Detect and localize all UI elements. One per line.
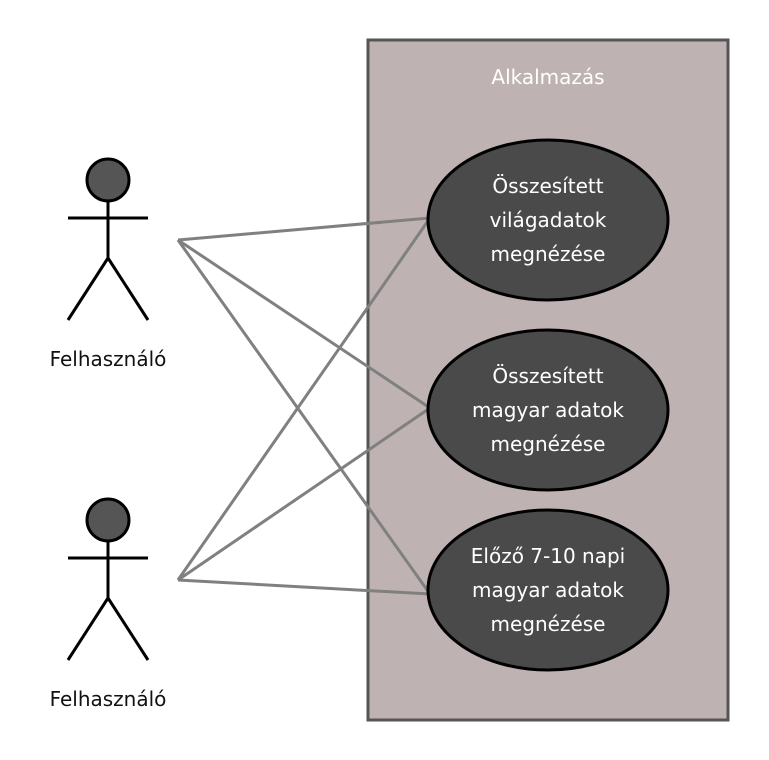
association-line-actor-2-uc-1 (176, 217, 432, 581)
use-case-2[interactable]: Összesített magyar adatok megnézése (426, 328, 670, 492)
use-case-line: megnézése (491, 612, 606, 636)
actor-1[interactable]: Felhasználó (50, 157, 167, 371)
use-case-line: megnézése (491, 432, 606, 456)
use-case-ellipse (426, 508, 670, 672)
use-case-line: magyar adatok (472, 578, 624, 602)
use-case-ellipse (426, 138, 670, 302)
association-line-actor-1-uc-2 (177, 238, 431, 410)
use-case-ellipse (426, 328, 670, 492)
associations (176, 216, 432, 596)
actor-head (85, 157, 131, 203)
use-case-line: Összesített (492, 364, 603, 388)
actor-right-leg (106, 597, 150, 661)
use-case-3[interactable]: Előző 7-10 napi magyar adatok megnézése (426, 508, 670, 672)
association-line-actor-1-uc-1 (177, 216, 431, 242)
association-line-actor-1-uc-3 (176, 239, 432, 595)
use-case-line: Összesített (492, 174, 603, 198)
use-case-line: magyar adatok (472, 398, 624, 422)
system-title: Alkalmazás (491, 65, 604, 89)
use-case-line: Előző 7-10 napi (471, 544, 625, 568)
association-line-actor-2-uc-2 (177, 406, 431, 582)
actor-left-leg (66, 257, 110, 321)
actor-2[interactable]: Felhasználó (50, 497, 167, 711)
association-line-actor-2-uc-3 (177, 578, 431, 596)
actor-head (85, 497, 131, 543)
use-case-1[interactable]: Összesített világadatok megnézése (426, 138, 670, 302)
actor-right-leg (106, 257, 150, 321)
actor-label: Felhasználó (50, 687, 167, 711)
actor-label: Felhasználó (50, 347, 167, 371)
use-case-line: világadatok (490, 208, 607, 232)
use-case-line: megnézése (491, 242, 606, 266)
actor-left-leg (66, 597, 110, 661)
